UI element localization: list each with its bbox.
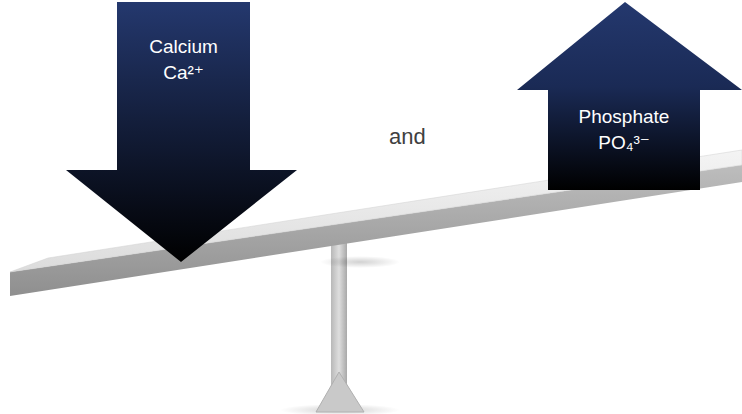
ion-name: Phosphate PO₄³⁻	[548, 104, 700, 155]
arrow-text-area: Phosphate PO₄³⁻	[548, 104, 700, 155]
connector-word: and	[389, 124, 426, 150]
arrow-text-area: Calcium Ca²⁺	[117, 34, 250, 85]
fulcrum-base	[316, 372, 364, 412]
down-arrow-outline	[66, 2, 297, 262]
beam-shadow	[320, 256, 400, 268]
ion-name: Calcium Ca²⁺	[117, 34, 250, 85]
up-arrow-shape	[517, 0, 742, 192]
up-arrow-outline	[517, 2, 742, 190]
down-arrow: Calcium Ca²⁺	[66, 0, 297, 264]
up-arrow: Phosphate PO₄³⁻	[517, 0, 742, 192]
